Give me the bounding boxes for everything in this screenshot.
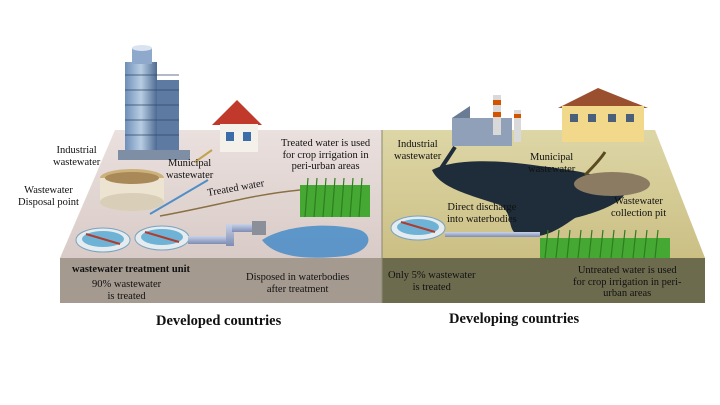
crop-field-left [300, 177, 370, 218]
label-treated-90: 90% wastewater is treated [92, 279, 162, 302]
caption-developing: Developing countries [449, 311, 580, 327]
label-collection-pit: Wastewater collection pit [611, 196, 667, 219]
developing-soil [382, 258, 705, 303]
outlet-pipe-right [445, 232, 540, 237]
label-municipal-wastewater-right: Municipal wastewater [528, 152, 576, 175]
treatment-tank-1 [75, 227, 131, 253]
label-treatment-unit: wastewater treatment unit [72, 264, 190, 275]
label-direct-discharge: Direct discharge into waterbodies [447, 202, 517, 225]
house-icon-right [558, 88, 648, 142]
outlet-pipe-left [188, 221, 266, 246]
collection-pit [574, 172, 650, 196]
treatment-tank-2 [134, 225, 190, 251]
developed-ground [60, 130, 382, 258]
label-disposal-point: Wastewater Disposal point [18, 185, 79, 208]
label-treated-irrigation: Treated water is used for crop irrigatio… [281, 138, 371, 172]
developed-soil [60, 258, 382, 303]
caption-developed: Developed countries [156, 313, 282, 329]
label-industrial-wastewater-right: Industrial wastewater [394, 139, 442, 162]
label-industrial-wastewater-left: Industrial wastewater [53, 145, 101, 168]
label-treated-5: Only 5% wastewater is treated [388, 270, 476, 293]
label-disposed-after: Disposed in waterbodies after treatment [246, 272, 350, 295]
disposal-tank [100, 169, 164, 211]
skyscraper-icon [118, 45, 190, 160]
label-municipal-wastewater-left: Municipal wastewater [166, 158, 214, 181]
factory-icon [452, 95, 521, 146]
treatment-tank-right [390, 215, 446, 241]
waterbody-left [262, 225, 369, 258]
label-untreated-irrigation: Untreated water is used for crop irrigat… [573, 265, 682, 299]
house-icon [212, 100, 262, 152]
crop-field-right [540, 229, 670, 259]
